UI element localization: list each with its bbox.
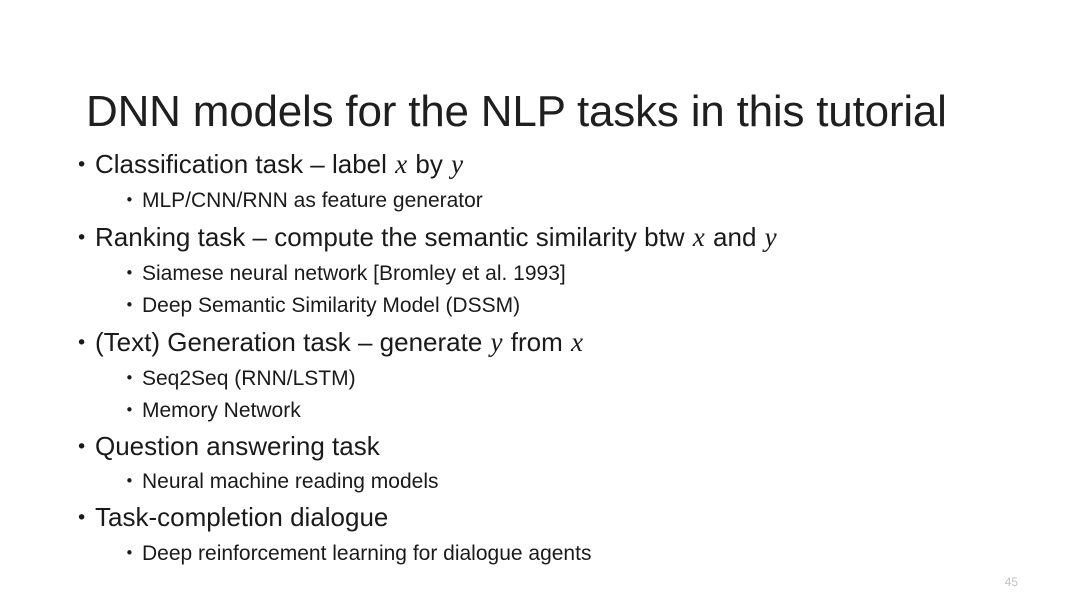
bullet-text: Neural machine reading models <box>142 470 439 494</box>
bullet-text: Classification task – label x by y <box>95 144 1036 185</box>
bullet-text: Siamese neural network [Bromley et al. 1… <box>142 262 566 286</box>
math-variable: y <box>764 222 777 253</box>
bullet-item-level1: • Classification task – label x by y <box>76 144 1036 185</box>
math-variable: y <box>490 326 503 357</box>
bullet-item-level2: • Neural machine reading models <box>125 466 1036 498</box>
slide-number: 45 <box>1004 575 1018 589</box>
bullet-text: (Text) Generation task – generate y from… <box>95 322 1036 363</box>
bullet-item-level2: • Deep Semantic Similarity Model (DSSM) <box>125 290 1036 322</box>
bullet-dot-icon: • <box>76 227 88 250</box>
bullet-text: MLP/CNN/RNN as feature generator <box>142 189 483 213</box>
bullet-text: Seq2Seq (RNN/LSTM) <box>142 367 356 391</box>
bullet-text-segment: (Text) Generation task – generate <box>95 326 490 357</box>
math-variable: x <box>395 149 408 179</box>
math-variable: x <box>692 222 705 253</box>
bullet-text-segment: by <box>408 149 451 179</box>
bullet-dot-icon: • <box>125 472 134 491</box>
bullet-list: • Classification task – label x by y • MLP/… <box>76 144 1036 570</box>
bullet-item-level1: • Task-completion dialogue <box>76 498 1036 538</box>
bullet-item-level2: • Deep reinforcement learning for dialogu… <box>125 538 1036 570</box>
bullet-dot-icon: • <box>125 400 134 419</box>
page-title: DNN models for the NLP tasks in this tut… <box>86 87 947 137</box>
bullet-text-segment: Classification task – label <box>95 149 395 179</box>
bullet-dot-icon: • <box>125 296 134 315</box>
bullet-item-level1: • (Text) Generation task – generate y fro… <box>76 322 1036 363</box>
bullet-dot-icon: • <box>125 543 134 562</box>
bullet-text-segment: Ranking task – compute the semantic simi… <box>95 222 692 253</box>
math-variable: y <box>451 149 464 179</box>
bullet-item-level2: • MLP/CNN/RNN as feature generator <box>125 185 1036 217</box>
bullet-item-level2: • Seq2Seq (RNN/LSTM) <box>125 363 1036 395</box>
bullet-item-level1: • Question answering task <box>76 427 1036 467</box>
bullet-dot-icon: • <box>76 331 88 354</box>
math-variable: x <box>571 326 583 357</box>
bullet-dot-icon: • <box>125 191 134 210</box>
bullet-text: Question answering task <box>95 430 380 461</box>
bullet-dot-icon: • <box>76 154 88 176</box>
bullet-text: Task-completion dialogue <box>95 502 389 533</box>
bullet-text: Ranking task – compute the semantic simi… <box>95 217 1036 258</box>
bullet-dot-icon: • <box>76 435 88 458</box>
bullet-dot-icon: • <box>125 369 134 388</box>
bullet-item-level1: • Ranking task – compute the semantic sim… <box>76 217 1036 258</box>
bullet-dot-icon: • <box>76 507 88 530</box>
bullet-dot-icon: • <box>125 264 134 283</box>
bullet-text: Deep Semantic Similarity Model (DSSM) <box>142 294 521 318</box>
bullet-text: Deep reinforcement learning for dialogue… <box>142 541 592 565</box>
bullet-item-level2: • Memory Network <box>125 395 1036 427</box>
bullet-text-segment: and <box>705 222 764 253</box>
bullet-text: Memory Network <box>142 398 301 422</box>
bullet-item-level2: • Siamese neural network [Bromley et al. … <box>125 258 1036 290</box>
bullet-text-segment: from <box>503 326 570 357</box>
